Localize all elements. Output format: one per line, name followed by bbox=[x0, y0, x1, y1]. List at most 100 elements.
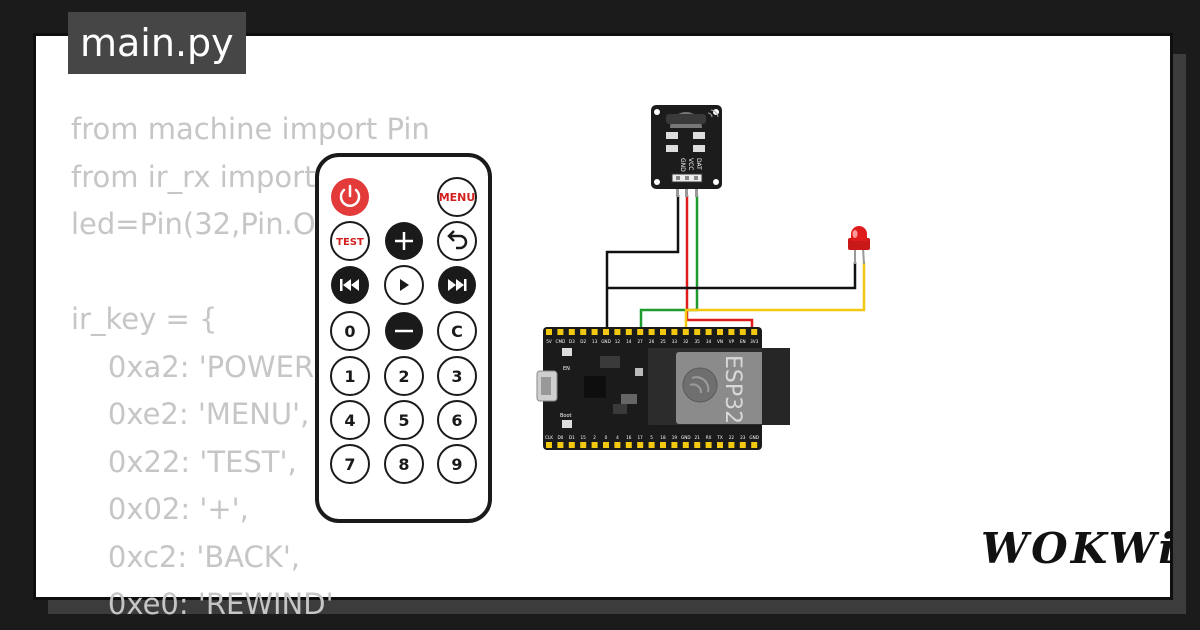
play-button[interactable] bbox=[384, 265, 424, 305]
esp32-bottom-header bbox=[546, 442, 758, 448]
menu-button[interactable]: MENU bbox=[437, 177, 477, 217]
header-pin[interactable] bbox=[568, 329, 575, 335]
header-pin[interactable] bbox=[660, 442, 666, 448]
ir-receiver-module[interactable]: GND VCC DAT bbox=[651, 105, 722, 197]
header-pin[interactable] bbox=[546, 442, 552, 448]
back-button[interactable] bbox=[437, 221, 477, 261]
header-pin[interactable] bbox=[705, 442, 712, 448]
pin-label: 13 bbox=[592, 339, 598, 344]
svg-text:DAT: DAT bbox=[695, 158, 702, 170]
pin-label: 5 bbox=[650, 435, 653, 440]
header-pin[interactable] bbox=[625, 329, 632, 335]
header-pin[interactable] bbox=[591, 442, 598, 448]
pin-label: 18 bbox=[660, 435, 666, 440]
pin-label: 16 bbox=[626, 435, 632, 440]
header-pin[interactable] bbox=[614, 329, 621, 335]
test-button[interactable]: TEST bbox=[330, 221, 370, 261]
pin-label: D2 bbox=[580, 339, 586, 344]
header-pin[interactable] bbox=[625, 442, 632, 448]
red-led[interactable] bbox=[848, 226, 870, 265]
header-pin[interactable] bbox=[751, 329, 758, 335]
pin-label: 34 bbox=[706, 339, 712, 344]
power-icon bbox=[339, 188, 361, 207]
header-pin[interactable] bbox=[614, 442, 621, 448]
pin-label: VP bbox=[729, 339, 735, 344]
header-pin[interactable] bbox=[603, 329, 609, 335]
header-pin[interactable] bbox=[637, 442, 644, 448]
ir-remote[interactable]: MENU TEST bbox=[315, 153, 492, 523]
power-button[interactable] bbox=[331, 178, 369, 216]
header-pin[interactable] bbox=[728, 329, 735, 335]
svg-text:2: 2 bbox=[398, 367, 409, 386]
ir-signal-icon bbox=[707, 109, 719, 118]
header-pin[interactable] bbox=[660, 329, 666, 335]
header-pin[interactable] bbox=[580, 329, 587, 335]
header-pin[interactable] bbox=[739, 442, 746, 448]
digit-3-button[interactable]: 3 bbox=[437, 356, 477, 396]
pin-label: 14 bbox=[626, 339, 632, 344]
file-tab-main-py[interactable]: main.py bbox=[68, 12, 246, 74]
header-pin[interactable] bbox=[591, 329, 598, 335]
header-pin[interactable] bbox=[717, 442, 723, 448]
header-pin[interactable] bbox=[557, 442, 564, 448]
header-pin[interactable] bbox=[603, 442, 609, 448]
header-pin[interactable] bbox=[648, 442, 655, 448]
header-pin[interactable] bbox=[557, 329, 564, 335]
en-button bbox=[562, 348, 572, 356]
pin-label: TX bbox=[716, 435, 723, 440]
code-snippet: from machine import Pin from ir_rx impor… bbox=[71, 106, 430, 629]
plus-button[interactable] bbox=[385, 222, 423, 260]
pin-label: GND bbox=[749, 435, 759, 440]
pin-label: 15 bbox=[581, 435, 587, 440]
header-pin[interactable] bbox=[682, 442, 689, 448]
header-pin[interactable] bbox=[546, 329, 552, 335]
fast-forward-button[interactable] bbox=[438, 266, 476, 304]
digit-9-button[interactable]: 9 bbox=[437, 444, 477, 484]
header-pin[interactable] bbox=[682, 329, 689, 335]
rewind-button[interactable] bbox=[331, 266, 369, 304]
digit-4-button[interactable]: 4 bbox=[330, 400, 370, 440]
header-pin[interactable] bbox=[739, 329, 746, 335]
c-button[interactable]: C bbox=[437, 311, 477, 351]
code-line: 0x22: 'TEST', bbox=[71, 444, 297, 479]
digit-1-button[interactable]: 1 bbox=[330, 356, 370, 396]
header-pin[interactable] bbox=[694, 329, 701, 335]
pin-label: 0 bbox=[605, 435, 608, 440]
header-pin[interactable] bbox=[637, 329, 644, 335]
header-pin[interactable] bbox=[671, 329, 678, 335]
boot-button bbox=[562, 420, 572, 428]
digit-8-button[interactable]: 8 bbox=[384, 444, 424, 484]
digit-2-button[interactable]: 2 bbox=[384, 356, 424, 396]
minus-button[interactable] bbox=[385, 312, 423, 350]
pin-label: CMD bbox=[556, 339, 566, 344]
svg-text:C: C bbox=[451, 322, 463, 341]
menu-label: MENU bbox=[439, 191, 476, 204]
header-pin[interactable] bbox=[648, 329, 655, 335]
code-line: 0x02: '+', bbox=[71, 492, 249, 526]
wires bbox=[605, 195, 866, 332]
digit-5-button[interactable]: 5 bbox=[384, 400, 424, 440]
pin-label: 5V bbox=[546, 339, 552, 344]
header-pin[interactable] bbox=[694, 442, 701, 448]
pin-label: D0 bbox=[557, 435, 563, 440]
digit-0-button[interactable]: 0 bbox=[330, 311, 370, 351]
header-pin[interactable] bbox=[728, 442, 735, 448]
digit-6-button[interactable]: 6 bbox=[437, 400, 477, 440]
pin-label: 27 bbox=[638, 339, 644, 344]
header-pin[interactable] bbox=[671, 442, 678, 448]
code-line: 0xe0: 'REWIND' bbox=[71, 587, 334, 621]
header-pin[interactable] bbox=[705, 329, 712, 335]
pin-label: 32 bbox=[683, 339, 689, 344]
header-pin[interactable] bbox=[568, 442, 575, 448]
pin-label: GND bbox=[601, 339, 611, 344]
digit-7-button[interactable]: 7 bbox=[330, 444, 370, 484]
code-line: 0xe2: 'MENU', bbox=[71, 397, 310, 431]
header-pin[interactable] bbox=[751, 442, 758, 448]
header-pin[interactable] bbox=[580, 442, 587, 448]
code-line: from ir_rx import bbox=[71, 159, 316, 194]
header-pin[interactable] bbox=[717, 329, 723, 335]
